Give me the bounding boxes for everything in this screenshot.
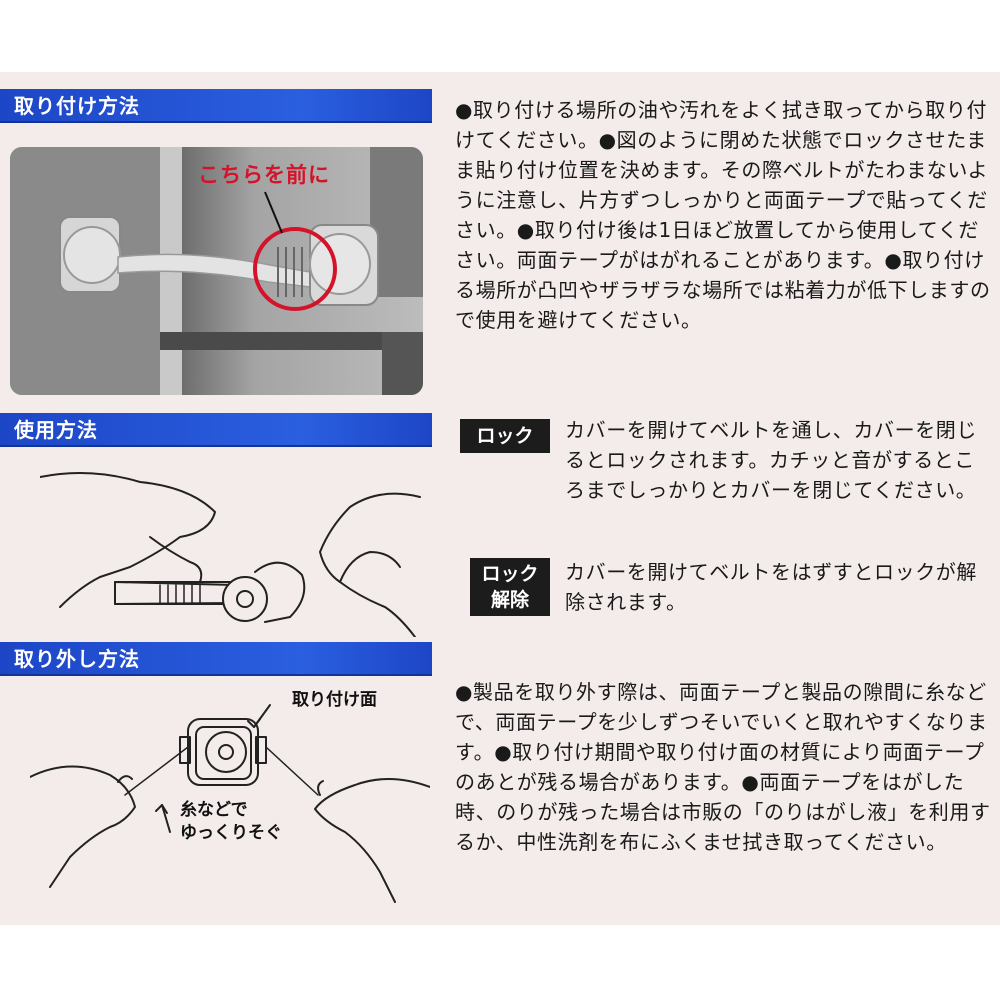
- unlock-label: ロック 解除: [470, 558, 550, 616]
- unlock-label-line2: 解除: [490, 589, 529, 611]
- install-photo: こちらを前に: [10, 147, 423, 395]
- install-instructions: ●取り付ける場所の油や汚れをよく拭き取ってから取り付けてください。●図のように閉…: [455, 98, 991, 332]
- usage-hands-illustration: [40, 472, 421, 637]
- usage-header: 使用方法: [0, 413, 432, 447]
- unlock-label-line1: ロック: [481, 563, 539, 585]
- install-front-callout: こちらを前に: [198, 163, 330, 187]
- instruction-panel: 取り付け方法: [0, 72, 1000, 925]
- install-photo-illustration: [10, 147, 423, 395]
- removal-illustration: [30, 704, 430, 903]
- removal-thread-callout: 糸などで ゆっくりそぐ: [180, 799, 282, 845]
- install-title: 取り付け方法: [14, 94, 140, 118]
- removal-header: 取り外し方法: [0, 642, 432, 676]
- lock-label-text: ロック: [476, 425, 534, 447]
- removal-thread-callout-line2: ゆっくりそぐ: [180, 823, 282, 843]
- removal-thread-callout-line1: 糸などで: [180, 800, 248, 820]
- lock-label: ロック: [460, 419, 550, 453]
- unlock-instructions: カバーを開けてベルトをはずすとロックが解除されます。: [565, 560, 977, 614]
- removal-surface-callout: 取り付け面: [292, 690, 377, 710]
- install-header: 取り付け方法: [0, 89, 432, 123]
- lock-instructions: カバーを開けてベルトを通し、カバーを閉じるとロックされます。カチッと音がするとこ…: [565, 418, 977, 502]
- usage-title: 使用方法: [14, 418, 98, 442]
- removal-title: 取り外し方法: [14, 647, 140, 671]
- removal-instructions: ●製品を取り外す際は、両面テープと製品の隙間に糸などで、両面テープを少しずつそい…: [455, 680, 991, 854]
